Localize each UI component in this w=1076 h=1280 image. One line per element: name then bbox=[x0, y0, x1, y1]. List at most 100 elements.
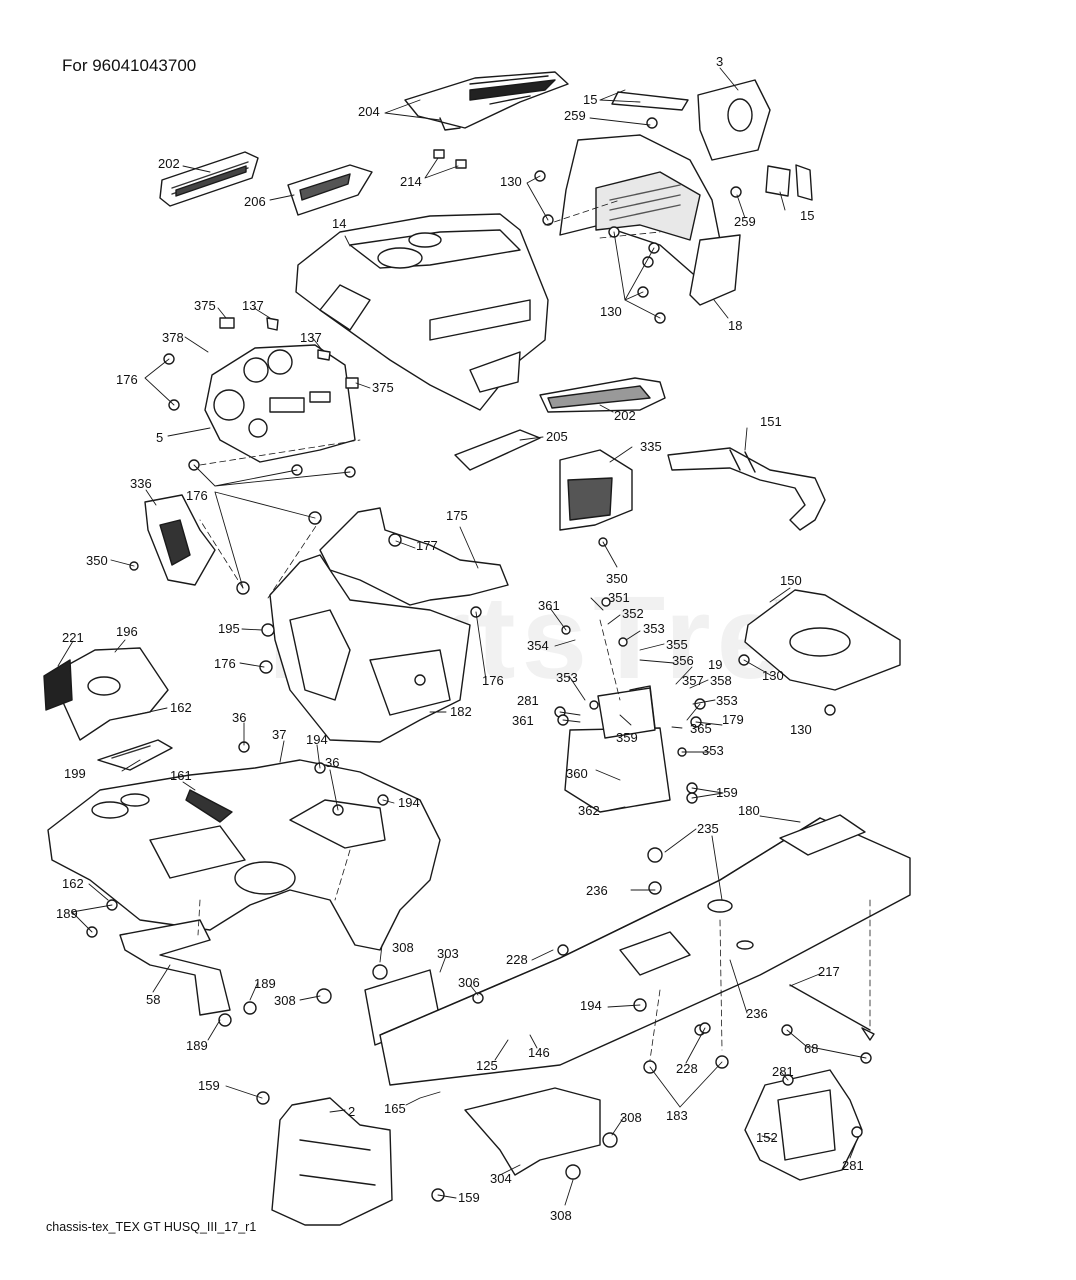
leader-lines bbox=[57, 67, 867, 1206]
callout-176c: 176 bbox=[214, 656, 236, 671]
part-37-rear-fender bbox=[47, 759, 441, 951]
callout-375b: 375 bbox=[372, 380, 394, 395]
callout-150: 150 bbox=[780, 573, 802, 588]
callout-214: 214 bbox=[400, 174, 422, 189]
callout-355: 355 bbox=[666, 637, 688, 652]
callout-176d: 176 bbox=[482, 673, 504, 688]
callout-362: 362 bbox=[578, 803, 600, 818]
callout-308a: 308 bbox=[392, 940, 414, 955]
callout-205: 205 bbox=[546, 429, 568, 444]
callout-68: 68 bbox=[804, 1041, 818, 1056]
part-2-front-plate bbox=[271, 1097, 393, 1226]
callout-130c: 130 bbox=[762, 668, 784, 683]
callout-195: 195 bbox=[218, 621, 240, 636]
callout-228a: 228 bbox=[506, 952, 528, 967]
callout-18: 18 bbox=[728, 318, 742, 333]
part-182-dash-lower bbox=[269, 554, 471, 743]
callout-360: 360 bbox=[566, 766, 588, 781]
part-152-seat-pan bbox=[744, 1069, 863, 1181]
callout-36b: 36 bbox=[325, 755, 339, 770]
callout-182: 182 bbox=[450, 704, 472, 719]
callout-137a: 137 bbox=[242, 298, 264, 313]
callout-359: 359 bbox=[616, 730, 638, 745]
callout-358: 358 bbox=[710, 673, 732, 688]
callout-180: 180 bbox=[738, 803, 760, 818]
drawing-id: chassis-tex_TEX GT HUSQ_III_17_r1 bbox=[46, 1220, 257, 1234]
part-204-hood-panel bbox=[404, 71, 569, 131]
callout-281b: 281 bbox=[772, 1064, 794, 1079]
part-175-support-plate bbox=[319, 507, 509, 606]
callout-259b: 259 bbox=[734, 214, 756, 229]
callout-189b: 189 bbox=[254, 976, 276, 991]
callout-375a: 375 bbox=[194, 298, 216, 313]
callout-159a: 159 bbox=[716, 785, 738, 800]
callout-221: 221 bbox=[62, 630, 84, 645]
callout-146: 146 bbox=[528, 1045, 550, 1060]
part-15-lamps bbox=[611, 91, 813, 201]
part-336-side-panel bbox=[144, 494, 216, 586]
callout-183: 183 bbox=[666, 1108, 688, 1123]
callout-308c: 308 bbox=[620, 1110, 642, 1125]
callout-303: 303 bbox=[437, 946, 459, 961]
model-label: For 96041043700 bbox=[62, 56, 197, 75]
callout-235: 235 bbox=[697, 821, 719, 836]
callout-353c: 353 bbox=[716, 693, 738, 708]
part-217-rod bbox=[789, 984, 875, 1041]
callout-361b: 361 bbox=[512, 713, 534, 728]
callout-159b: 159 bbox=[198, 1078, 220, 1093]
part-206-emblem bbox=[287, 164, 373, 216]
part-205-trim-strip bbox=[454, 429, 541, 471]
callout-5: 5 bbox=[156, 430, 163, 445]
callout-37: 37 bbox=[272, 727, 286, 742]
callout-165: 165 bbox=[384, 1101, 406, 1116]
callout-161: 161 bbox=[170, 768, 192, 783]
callout-2: 2 bbox=[348, 1104, 355, 1119]
callout-356: 356 bbox=[672, 653, 694, 668]
callout-308d: 308 bbox=[550, 1208, 572, 1223]
callout-15a: 15 bbox=[583, 92, 597, 107]
callout-350b: 350 bbox=[606, 571, 628, 586]
callout-202b: 202 bbox=[614, 408, 636, 423]
callout-365: 365 bbox=[690, 721, 712, 736]
callout-199: 199 bbox=[64, 766, 86, 781]
callout-130b: 130 bbox=[600, 304, 622, 319]
part-196-console bbox=[43, 647, 169, 741]
callout-357: 357 bbox=[682, 673, 704, 688]
callout-36a: 36 bbox=[232, 710, 246, 725]
callout-353a: 353 bbox=[643, 621, 665, 636]
callout-194c: 194 bbox=[580, 998, 602, 1013]
callout-189a: 189 bbox=[56, 906, 78, 921]
callout-162b: 162 bbox=[62, 876, 84, 891]
callout-137b: 137 bbox=[300, 330, 322, 345]
callout-281c: 281 bbox=[842, 1158, 864, 1173]
callout-177: 177 bbox=[416, 538, 438, 553]
callout-179: 179 bbox=[722, 712, 744, 727]
callout-350a: 350 bbox=[86, 553, 108, 568]
callout-196: 196 bbox=[116, 624, 138, 639]
callout-204: 204 bbox=[358, 104, 380, 119]
callout-352: 352 bbox=[622, 606, 644, 621]
callout-228b: 228 bbox=[676, 1061, 698, 1076]
callout-19: 19 bbox=[708, 657, 722, 672]
callout-176a: 176 bbox=[116, 372, 138, 387]
part-5-dash-console bbox=[204, 344, 356, 463]
callout-3: 3 bbox=[716, 54, 723, 69]
callout-206: 206 bbox=[244, 194, 266, 209]
callout-152: 152 bbox=[756, 1130, 778, 1145]
callout-281a: 281 bbox=[517, 693, 539, 708]
callout-125: 125 bbox=[476, 1058, 498, 1073]
callout-130a: 130 bbox=[500, 174, 522, 189]
alignment-lines bbox=[197, 199, 871, 1061]
callout-151: 151 bbox=[760, 414, 782, 429]
part-18-nose-panel bbox=[559, 134, 741, 306]
part-151-bracket bbox=[667, 447, 826, 531]
callout-194b: 194 bbox=[398, 795, 420, 810]
callout-130d: 130 bbox=[790, 722, 812, 737]
part-375-137-plugs bbox=[219, 317, 359, 389]
callout-14: 14 bbox=[332, 216, 346, 231]
callout-336: 336 bbox=[130, 476, 152, 491]
part-202-grille-lower bbox=[539, 377, 666, 413]
part-359-actuator bbox=[597, 685, 656, 739]
callout-202a: 202 bbox=[158, 156, 180, 171]
